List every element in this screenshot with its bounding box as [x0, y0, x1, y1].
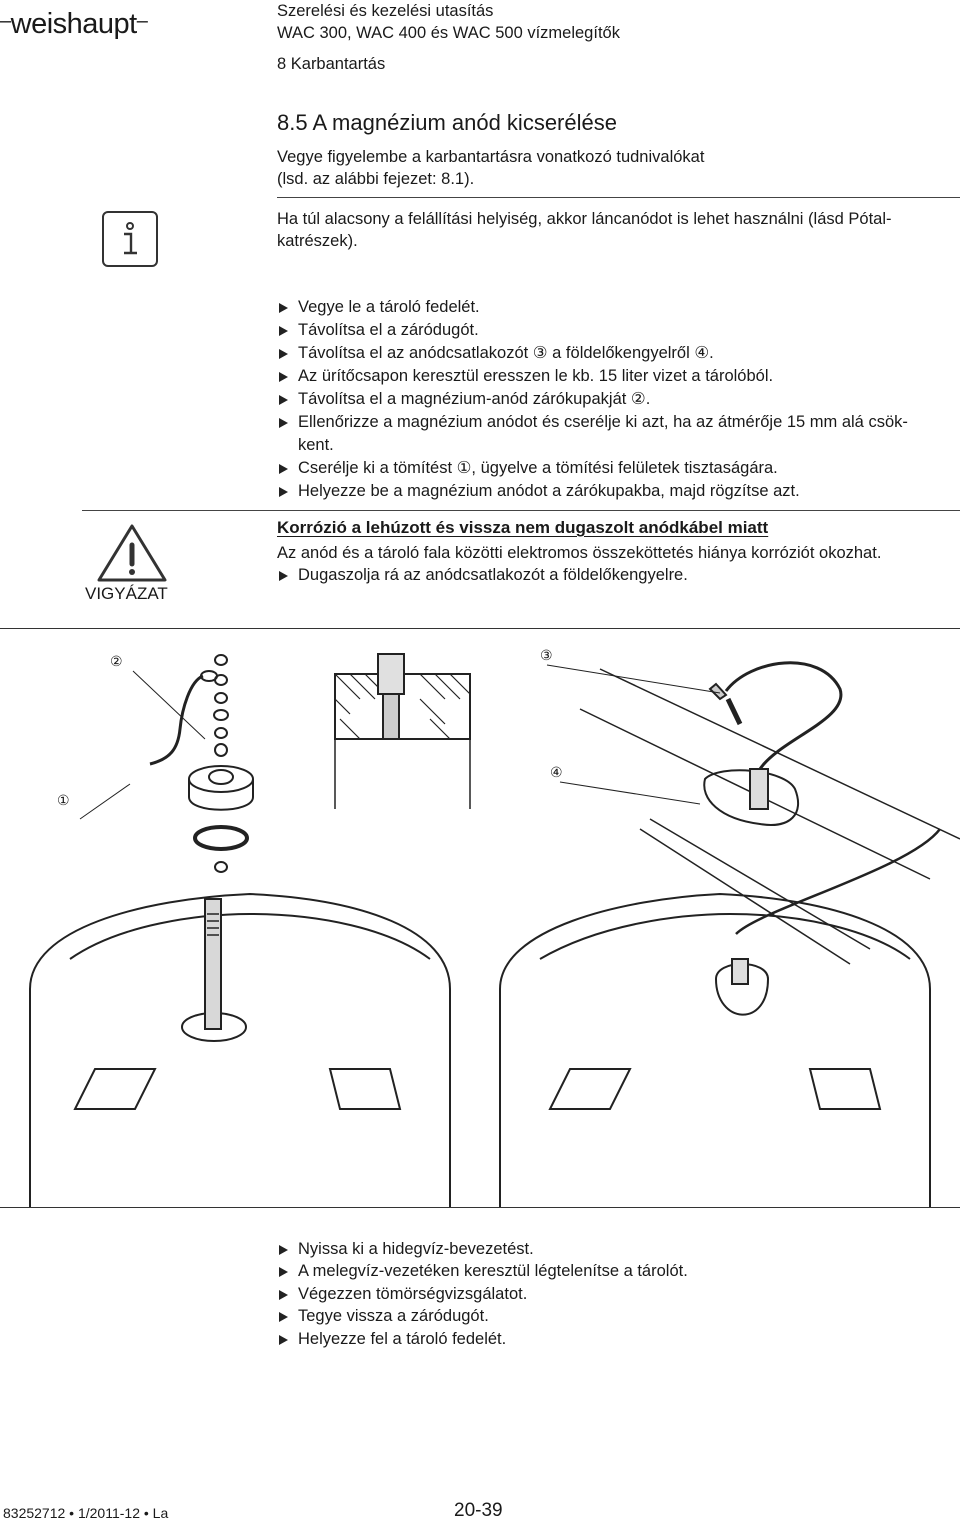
info-icon: [102, 211, 158, 267]
step-item: Tegye vissza a záródugót.: [277, 1305, 688, 1327]
step-item: Nyissa ki a hidegvíz-bevezetést.: [277, 1238, 688, 1260]
warning-triangle-icon: [95, 522, 169, 589]
divider: [82, 510, 960, 511]
callout-3: ③: [540, 647, 553, 663]
step-item: A melegvíz-vezetéken keresztül légtelení…: [277, 1260, 688, 1282]
step-list: Vegye le a tároló fedelét. Távolítsa el …: [277, 296, 908, 434]
chapter-title: 8 Karbantartás: [277, 55, 386, 73]
step-continuation: kent.: [298, 436, 334, 454]
anode-replacement-illustration: ② ③ ④ ①: [0, 628, 960, 1208]
doc-title: Szerelési és kezelési utasítás: [277, 2, 494, 20]
footer-doc-number: 83252712 • 1/2011-12 • La: [3, 1505, 169, 1521]
step-list: Cserélje ki a tömítést ①, ügyelve a tömí…: [277, 457, 800, 503]
step-item: Az ürítőcsapon keresztül eresszen le kb.…: [277, 365, 908, 388]
step-item: Távolítsa el a magnézium-anód zárókupakj…: [277, 388, 908, 411]
doc-subtitle: WAC 300, WAC 400 és WAC 500 vízmelegítők: [277, 24, 620, 42]
step-item: Vegye le a tároló fedelét.: [277, 296, 908, 319]
step-item: Helyezze fel a tároló fedelét.: [277, 1328, 688, 1350]
warning-action-list: Dugaszolja rá az anódcsatlakozót a földe…: [277, 564, 688, 587]
warning-label: VIGYÁZAT: [85, 584, 168, 603]
step-item: Végezzen tömörségvizsgálatot.: [277, 1283, 688, 1305]
info-line: katrészek).: [277, 232, 358, 250]
step-list-after: Nyissa ki a hidegvíz-bevezetést. A meleg…: [277, 1238, 688, 1350]
section-title: 8.5 A magnézium anód kicserélése: [277, 110, 617, 135]
step-item: Cserélje ki a tömítést ①, ügyelve a tömí…: [277, 457, 800, 480]
page-number: 20-39: [454, 1500, 503, 1521]
intro-line: (lsd. az alábbi fejezet: 8.1).: [277, 170, 475, 188]
info-line: Ha túl alacsony a felállítási helyiség, …: [277, 210, 892, 228]
step-item: Ellenőrizze a magnézium anódot és cserél…: [277, 411, 908, 434]
step-item: Távolítsa el a záródugót.: [277, 319, 908, 342]
warning-text: Az anód és a tároló fala közötti elektro…: [277, 544, 882, 562]
intro-line: Vegye figyelembe a karbantartásra vonatk…: [277, 148, 705, 166]
callout-2: ②: [110, 653, 123, 669]
warning-action: Dugaszolja rá az anódcsatlakozót a földe…: [277, 564, 688, 587]
step-item: Helyezze be a magnézium anódot a zárókup…: [277, 480, 800, 503]
warning-title: Korrózió a lehúzott és vissza nem dugasz…: [277, 518, 769, 537]
step-item: Távolítsa el az anódcsatlakozót ③ a föld…: [277, 342, 908, 365]
callout-1: ①: [57, 792, 70, 808]
brand-logo: –weishaupt–: [0, 8, 148, 40]
divider: [277, 197, 960, 198]
callout-4: ④: [550, 764, 563, 780]
